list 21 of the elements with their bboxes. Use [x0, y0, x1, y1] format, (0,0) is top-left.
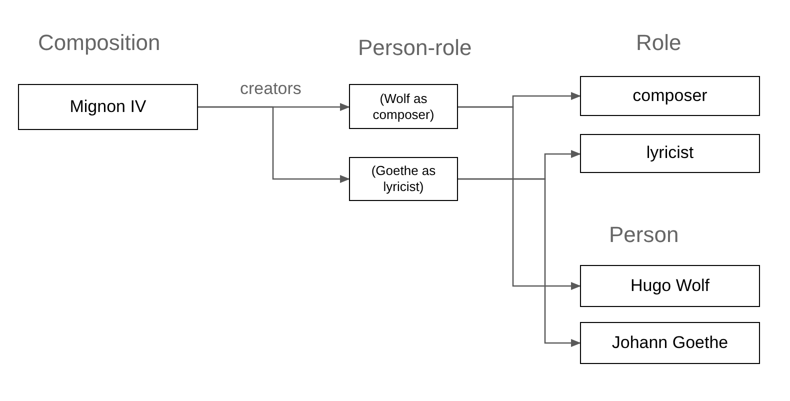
- connector-arrow: [198, 106, 350, 183]
- column-heading: Role: [636, 30, 682, 56]
- node-label: Hugo Wolf: [630, 276, 710, 296]
- entity-box: [18, 84, 198, 130]
- node-label: lyricist: [646, 143, 694, 164]
- node-label: composer: [632, 86, 708, 106]
- connector-arrow: [458, 178, 581, 347]
- node-label: Johann Goethe: [612, 332, 728, 354]
- column-heading: Person: [609, 222, 679, 248]
- node-label: (Goethe as lyricist): [370, 163, 437, 195]
- entity-box: [580, 265, 760, 307]
- entity-box: [580, 134, 760, 173]
- entity-box: [349, 157, 458, 201]
- node-label: (Wolf as composer): [372, 90, 436, 122]
- entity-box: [580, 322, 760, 364]
- column-heading: Person-role: [358, 35, 472, 61]
- node-label: Mignon IV: [70, 96, 146, 118]
- entity-box: [349, 84, 458, 129]
- column-heading: Composition: [38, 30, 160, 56]
- entity-box: [580, 76, 760, 116]
- connector-arrow: [458, 106, 581, 290]
